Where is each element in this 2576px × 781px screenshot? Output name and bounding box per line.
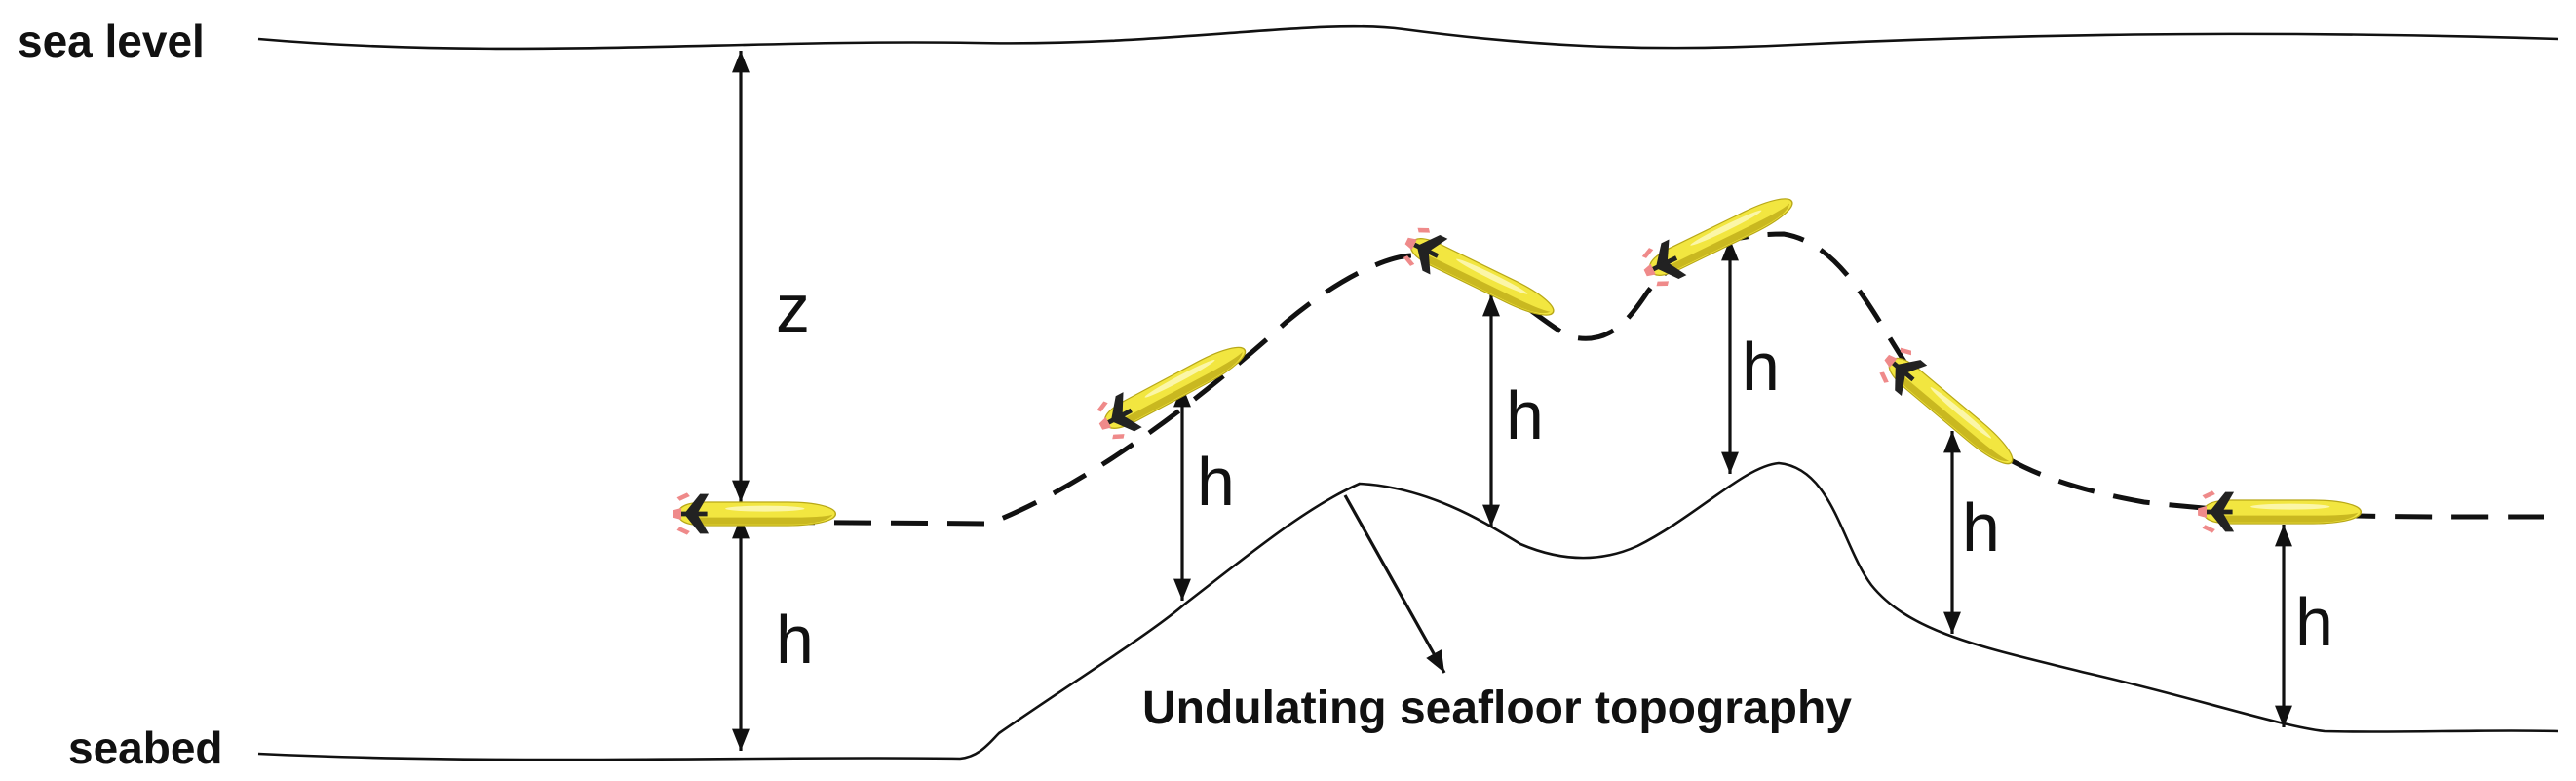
altitude-label-3: h <box>1506 377 1544 453</box>
topography-label: Undulating seafloor topography <box>1142 683 1852 734</box>
altitude-label-2: h <box>1197 444 1235 520</box>
depth-label: z <box>776 270 810 346</box>
auv-1 <box>672 491 837 536</box>
sea-level-label: sea level <box>18 16 205 66</box>
auv-6 <box>2197 489 2363 534</box>
auv-5 <box>1872 340 2026 480</box>
auv-4 <box>1634 181 1802 293</box>
sea-level-line <box>257 24 2559 51</box>
altitude-label-1: h <box>776 602 814 678</box>
altitude-label-4: h <box>1742 329 1780 405</box>
topography-callout-arrow <box>1343 494 1446 674</box>
seabed-label: seabed <box>68 722 223 773</box>
vehicle-trajectory <box>720 231 2545 527</box>
altitude-label-5: h <box>1962 489 2000 566</box>
auv-2 <box>1090 331 1255 447</box>
altitude-label-6: h <box>2295 584 2333 660</box>
seabed-line <box>257 461 2559 761</box>
